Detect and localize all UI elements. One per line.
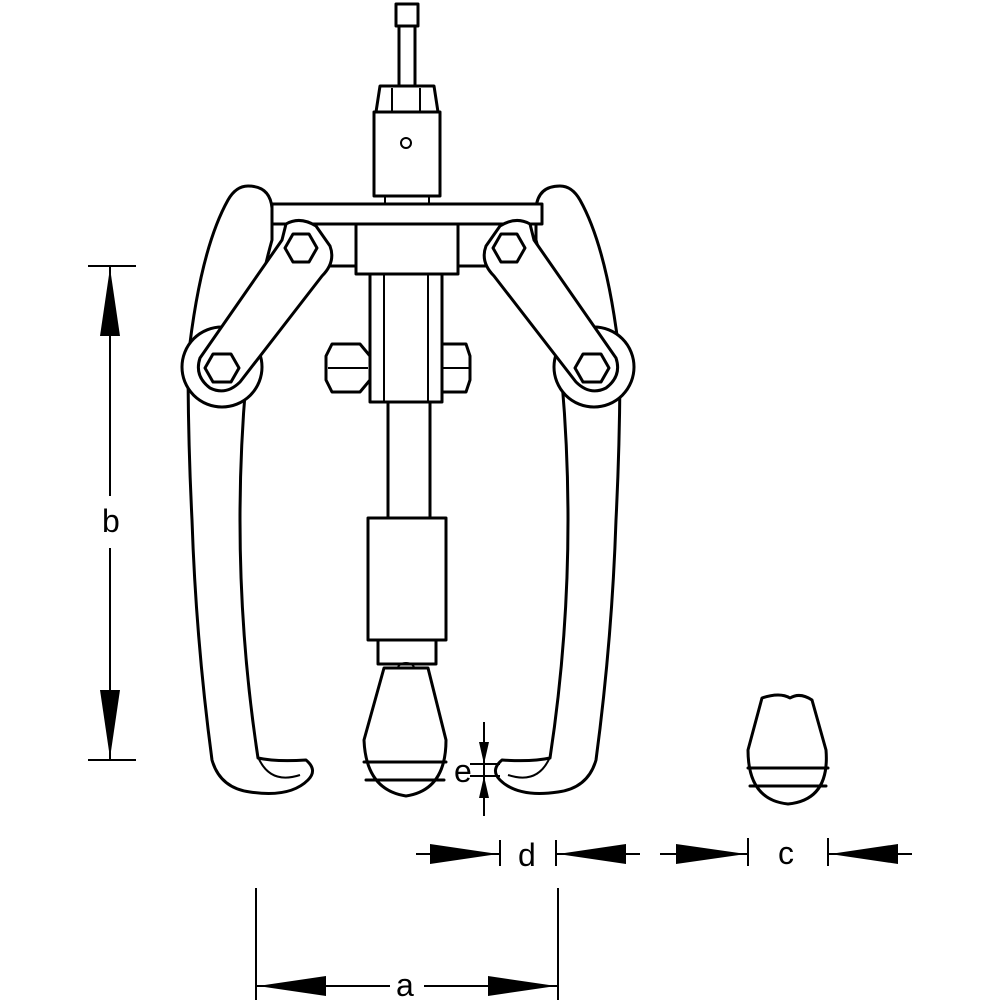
spindle-body: [372, 110, 442, 198]
center-shaft: [324, 272, 472, 798]
right-link-arm: [482, 219, 620, 393]
spindle-rod: [397, 24, 417, 88]
right-upper-bolt-icon: [491, 232, 527, 264]
d-left-arrow-icon: [430, 844, 498, 864]
pressure-tip: [362, 666, 448, 798]
spindle-hex-nut: [374, 84, 440, 114]
center-block: [354, 222, 460, 276]
cross-beam-bar: [270, 202, 544, 226]
left-link-arm: [196, 219, 334, 393]
b-bottom-arrow-icon: [100, 690, 120, 758]
a-left-arrow-icon: [258, 976, 326, 996]
left-lower-bolt-icon: [203, 352, 241, 384]
left-upper-bolt-icon: [283, 232, 319, 264]
e-top-arrow-icon: [479, 742, 489, 764]
spindle: [372, 2, 442, 204]
e-bottom-arrow-icon: [479, 776, 489, 798]
dimension-d: d: [416, 837, 640, 873]
dimension-b-label: b: [102, 503, 120, 539]
right-lower-bolt-icon: [573, 352, 611, 384]
dimension-a: a: [255, 888, 559, 1000]
c-left-arrow-icon: [676, 844, 746, 864]
dimension-d-label: d: [518, 837, 536, 873]
dimension-c-label: c: [778, 835, 794, 871]
dimension-e-label: e: [454, 753, 472, 789]
dimension-b: b: [88, 265, 136, 761]
dimension-c: c: [660, 835, 912, 871]
shaft-sleeve: [366, 516, 448, 642]
spindle-pin-hole: [400, 137, 412, 149]
b-top-arrow-icon: [100, 268, 120, 336]
dimension-e: e: [454, 722, 500, 816]
spindle-tip: [394, 2, 420, 28]
shaft-collar: [376, 638, 438, 666]
shaft-rod: [386, 400, 432, 520]
a-right-arrow-icon: [488, 976, 556, 996]
d-right-arrow-icon: [558, 844, 626, 864]
c-right-arrow-icon: [830, 844, 898, 864]
shaft-guide: [368, 272, 444, 404]
spare-pressure-tip: [746, 693, 830, 806]
dimension-a-label: a: [396, 967, 414, 1000]
